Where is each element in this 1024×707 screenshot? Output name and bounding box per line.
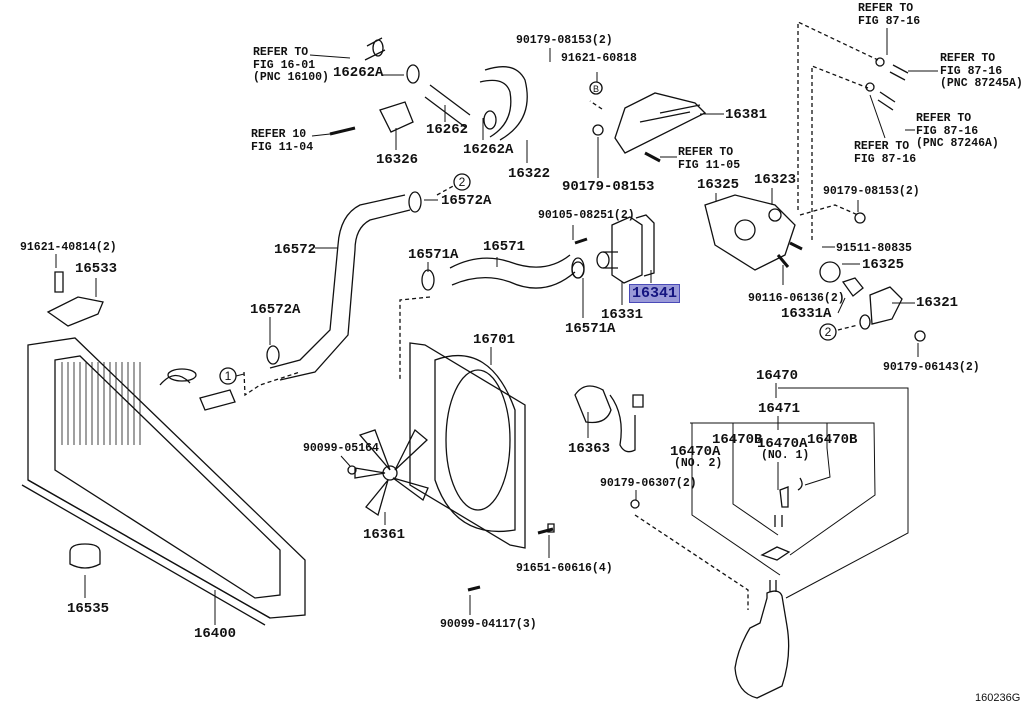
- circle-marker-label: 2: [825, 325, 832, 339]
- part-callout-16381[interactable]: 16381: [725, 107, 768, 123]
- part-callout-16321[interactable]: 16321: [916, 295, 959, 311]
- part-callout-90179-08153-2[interactable]: 90179-08153(2): [516, 34, 613, 47]
- circle-marker-label: 2: [459, 175, 466, 189]
- part-callout-16470A[interactable]: 16470A: [670, 444, 721, 460]
- part-callout-16326[interactable]: 16326: [376, 152, 419, 168]
- figure-code: 160236G: [975, 692, 1021, 704]
- refer-to-line: REFER TO: [854, 140, 910, 153]
- part-callout-16262[interactable]: 16262: [426, 122, 469, 138]
- refer-to-line: FIG 87-16: [858, 14, 921, 28]
- fan-drawing: [348, 430, 428, 515]
- part-callout-16535[interactable]: 16535: [67, 601, 110, 617]
- part-callout-16361[interactable]: 16361: [363, 527, 406, 543]
- part-callout-90099-04117-3[interactable]: 90099-04117(3): [440, 618, 537, 631]
- mount-drawings: [48, 272, 103, 568]
- part-callout-16471[interactable]: 16471: [758, 401, 801, 417]
- part-callout-16572A[interactable]: 16572A: [441, 193, 492, 209]
- refer-to-line: REFER TO: [253, 46, 309, 59]
- circle-marker-label: B: [593, 84, 599, 94]
- leader-lines: [56, 28, 938, 625]
- part-callout-16572[interactable]: 16572: [274, 242, 317, 258]
- refer-to-line: (PNC 87246A): [916, 137, 999, 150]
- part-callout-90179-08153-2[interactable]: 90179-08153(2): [823, 185, 920, 198]
- part-callout-16331[interactable]: 16331: [601, 307, 644, 323]
- part-callout-16571A[interactable]: 16571A: [408, 247, 459, 263]
- hose-16572-drawing: [267, 192, 421, 380]
- part-callout-16571A[interactable]: 16571A: [565, 321, 616, 337]
- part-callout-16341-highlighted[interactable]: 16341: [629, 284, 681, 303]
- refer-to-line: REFER TO: [940, 52, 996, 65]
- part-callout-16363[interactable]: 16363: [568, 441, 611, 457]
- part-callout-16533[interactable]: 16533: [75, 261, 118, 277]
- refer-to-line: FIG 11-04: [251, 140, 314, 154]
- reference-dashed-lines: [244, 22, 878, 610]
- water-inlet-drawing: [572, 215, 654, 283]
- circle-marker-1: 1: [220, 368, 236, 384]
- part-callout-16262A[interactable]: 16262A: [333, 65, 384, 81]
- radiator-drawing: [22, 338, 305, 625]
- refer-to-line: REFER TO: [916, 112, 972, 125]
- part-callout-90099-05164[interactable]: 90099-05164: [303, 442, 379, 455]
- part-callout-91511-80835[interactable]: 91511-80835: [836, 242, 912, 255]
- part-callout-16571[interactable]: 16571: [483, 239, 526, 255]
- refer-to-line: REFER TO: [858, 2, 914, 15]
- fan-shroud-drawing: [410, 343, 525, 548]
- refer-to-line: (PNC 16100): [253, 71, 329, 84]
- refer-to-line: FIG 16-01: [253, 58, 316, 72]
- part-callout-90179-08153[interactable]: 90179-08153: [562, 179, 655, 195]
- part-callout-90179-06307-2[interactable]: 90179-06307(2): [600, 477, 697, 490]
- part-callout-16325[interactable]: 16325: [697, 177, 740, 193]
- circle-marker-B: B: [590, 82, 602, 94]
- part-callout-90179-06143-2[interactable]: 90179-06143(2): [883, 361, 980, 374]
- refer-to-line: REFER 10: [251, 128, 307, 141]
- reservoir-tank-drawing: [735, 478, 802, 698]
- callout-note: (NO. 1): [761, 449, 810, 462]
- refer-to-line: FIG 87-16: [916, 124, 979, 138]
- circle-marker-label: 1: [225, 369, 232, 383]
- part-callout-91621-60818[interactable]: 91621-60818: [561, 52, 637, 65]
- thermostat-housing-drawing: [705, 195, 925, 341]
- part-callout-90105-08251-2[interactable]: 90105-08251(2): [538, 209, 635, 222]
- circle-marker-2: 2: [454, 174, 470, 190]
- bolt-drawings: [468, 500, 639, 590]
- part-callout-91651-60616-4[interactable]: 91651-60616(4): [516, 562, 613, 575]
- refer-to-line: FIG 87-16: [940, 64, 1003, 78]
- part-callout-16325[interactable]: 16325: [862, 257, 905, 273]
- part-callout-90116-06136-2[interactable]: 90116-06136(2): [748, 292, 845, 305]
- part-callout-16470B[interactable]: 16470B: [807, 432, 858, 448]
- part-callout-91621-40814-2[interactable]: 91621-40814(2): [20, 241, 117, 254]
- part-callout-16400[interactable]: 16400: [194, 626, 237, 642]
- refer-to-line: FIG 11-05: [678, 158, 741, 172]
- part-callout-16470B[interactable]: 16470B: [712, 432, 763, 448]
- part-callout-16470[interactable]: 16470: [756, 368, 799, 384]
- part-callout-16331A[interactable]: 16331A: [781, 306, 832, 322]
- part-callout-16322[interactable]: 16322: [508, 166, 551, 182]
- refer-to-line: REFER TO: [678, 146, 734, 159]
- circle-marker-2: 2: [820, 324, 836, 340]
- part-callout-16262A[interactable]: 16262A: [463, 142, 514, 158]
- part-callout-16572A[interactable]: 16572A: [250, 302, 301, 318]
- part-callout-16701[interactable]: 16701: [473, 332, 516, 348]
- refer-to-line: (PNC 87245A): [940, 77, 1023, 90]
- fan-motor-drawing: [575, 386, 643, 452]
- part-callout-16323[interactable]: 16323: [754, 172, 797, 188]
- refer-to-line: FIG 87-16: [854, 152, 917, 166]
- part-callout-16470A[interactable]: 16470A: [757, 436, 808, 452]
- refer-hoses-drawing: [866, 58, 908, 110]
- callout-note: (NO. 2): [674, 457, 723, 470]
